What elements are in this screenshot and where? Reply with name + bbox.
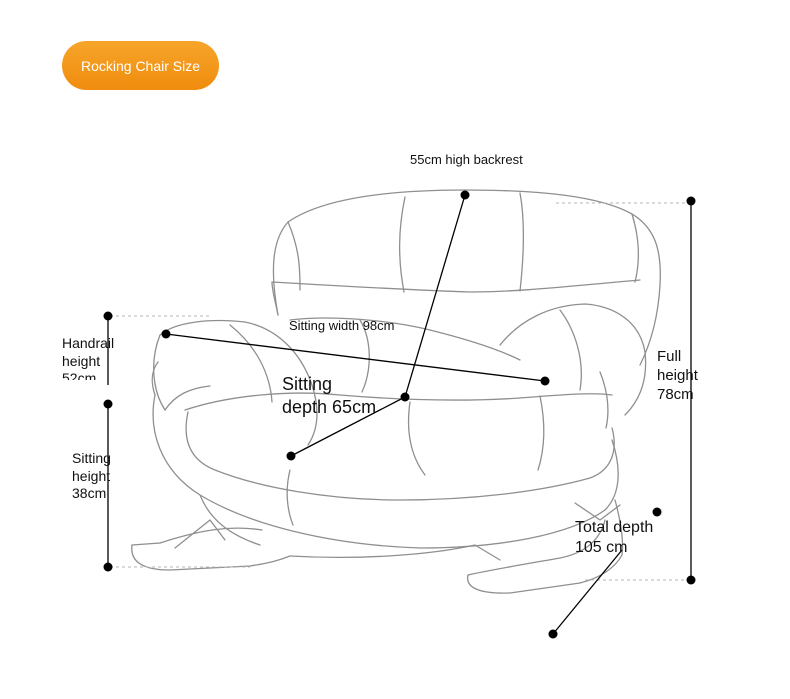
label-handrail-line3: 52cm bbox=[62, 370, 97, 380]
measure-points bbox=[103, 190, 696, 639]
label-handrail-height: Handrail height 52cm bbox=[62, 335, 132, 380]
measure-lines bbox=[107, 194, 692, 635]
label-sitting-depth-line2: depth 65cm bbox=[282, 396, 377, 417]
title-badge: Rocking Chair Size bbox=[62, 41, 219, 90]
label-sitting-height-line3: 38cm bbox=[72, 485, 107, 501]
title-badge-text: Rocking Chair Size bbox=[80, 57, 201, 74]
label-handrail-line1: Handrail bbox=[62, 335, 115, 351]
label-handrail-line2: height bbox=[62, 352, 101, 369]
label-sitting-height-line1: Sitting bbox=[72, 450, 111, 466]
label-sitting-width: Sitting width 98cm bbox=[289, 318, 395, 333]
label-total-depth-line2: 105 cm bbox=[575, 539, 628, 556]
guide-lines bbox=[110, 202, 690, 581]
label-full-height-line3: 78cm bbox=[657, 385, 694, 403]
label-full-height-line1: Full bbox=[657, 348, 682, 365]
label-sitting-height: Sitting height 38cm bbox=[72, 450, 111, 503]
label-full-height-line2: height bbox=[657, 366, 698, 384]
label-total-depth: Total depth 105 cm bbox=[575, 518, 653, 558]
chair-outline bbox=[131, 189, 661, 594]
label-sitting-depth-line1: Sitting bbox=[282, 374, 333, 394]
label-total-depth-line1: Total depth bbox=[575, 519, 654, 536]
label-sitting-height-line2: height bbox=[72, 467, 111, 484]
label-full-height: Full height 78cm bbox=[657, 348, 727, 404]
label-sitting-depth: Sitting depth 65cm bbox=[282, 373, 376, 418]
label-backrest: 55cm high backrest bbox=[410, 152, 523, 167]
